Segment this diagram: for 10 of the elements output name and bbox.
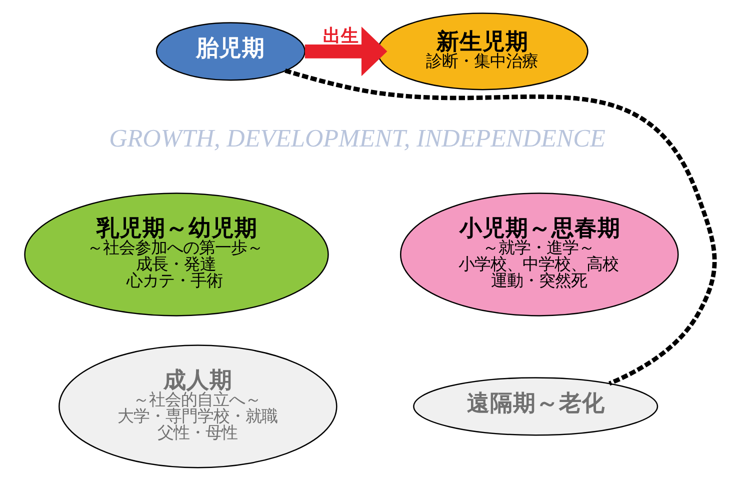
arrow — [304, 26, 388, 76]
edge-label: 出生 — [322, 26, 359, 47]
node-ellipse: 新生児期 診断・集中治療 — [376, 12, 588, 90]
node-ellipse: 乳児期～幼児期 ～社会参加への第一歩～ 成長・発達 心カテ・手術 — [24, 192, 329, 316]
node-ellipse: 小児期～思春期 ～就学・進学～ 小学校、中学校、高校 運動・突然死 — [400, 192, 679, 316]
node-ellipse: 成人期 ～社会的自立へ～ 大学・専門学校・就職 父性・母性 — [58, 344, 338, 468]
connector — [284, 68, 717, 386]
node-ellipse: 胎児期 — [156, 22, 306, 81]
node-ellipse: 遠隔期～老化 — [413, 377, 658, 436]
label: GROWTH, DEVELOPMENT, INDEPENDENCE — [109, 125, 606, 152]
